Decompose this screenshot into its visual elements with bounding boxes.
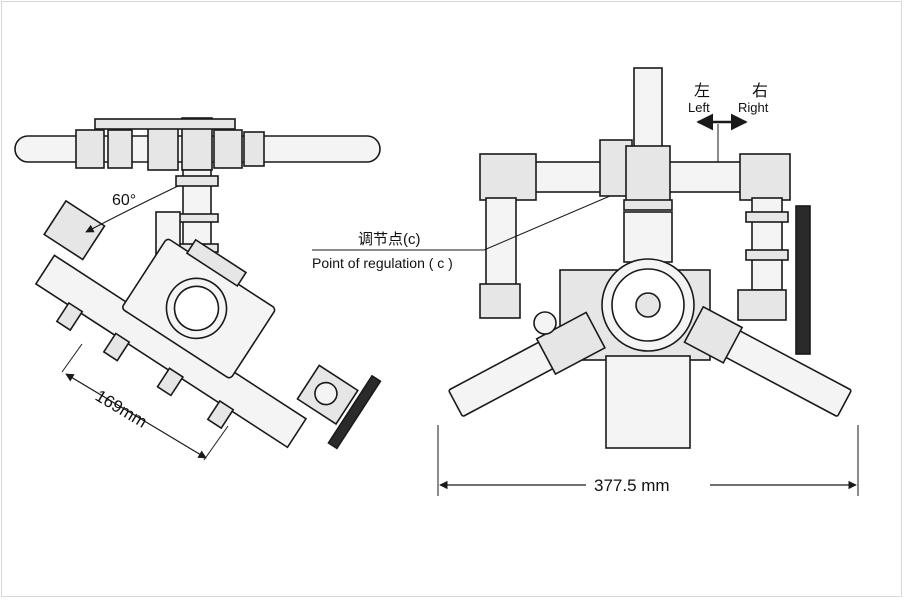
regulation-label-cn: 调节点(c) — [358, 231, 421, 248]
roll-arm — [623, 211, 673, 263]
yaw-base — [623, 199, 673, 211]
pulley — [533, 311, 557, 335]
left-handle-arm — [448, 311, 607, 417]
center-post — [633, 67, 663, 149]
motor-side-plate — [327, 374, 382, 450]
crossbar-clamp — [479, 153, 537, 201]
left-label-en: Left — [688, 100, 710, 115]
extension-line — [61, 343, 83, 373]
camera-lens-inner — [173, 285, 220, 332]
right-tube-collar — [745, 211, 789, 223]
right-tube-collar — [745, 249, 789, 261]
cradle-bracket — [55, 301, 84, 332]
angle-arc — [85, 185, 179, 233]
yaw-motor — [625, 145, 671, 203]
post-collar — [175, 213, 219, 223]
right-handle-bracket — [683, 305, 744, 364]
handlebar-clamp — [75, 129, 105, 169]
post-collar — [175, 175, 219, 187]
extension-line — [203, 425, 229, 461]
regulation-leader — [483, 195, 611, 251]
handlebar-clamp — [147, 127, 179, 171]
right-side-plate — [795, 205, 811, 355]
right-handle-arm — [683, 305, 852, 417]
angle-label: 60° — [112, 192, 136, 209]
width-dimension-label: 377.5 mm — [594, 476, 670, 495]
handlebar-clamp — [213, 129, 243, 169]
right-label-en: Right — [738, 100, 769, 115]
dimension-line-169 — [65, 373, 207, 459]
left-label-cn: 左 — [694, 82, 710, 100]
left-dimension-label: 169mm — [92, 386, 150, 431]
regulation-label-en: Point of regulation ( c ) — [312, 255, 453, 271]
camera-top — [185, 238, 248, 288]
side-view — [14, 117, 382, 461]
right-lower-clamp — [737, 289, 787, 321]
left-motor — [43, 199, 106, 261]
cradle-bracket — [102, 332, 131, 362]
handlebar-clamp — [243, 131, 265, 167]
roll-motor-hub — [635, 292, 661, 318]
front-view — [312, 67, 859, 496]
left-vertical-tube — [485, 197, 517, 291]
tilted-cradle — [34, 199, 382, 450]
top-mount-plate — [94, 118, 236, 130]
handlebar-clamp — [107, 129, 133, 169]
left-handle-bracket — [535, 311, 607, 376]
left-lower-clamp — [479, 283, 521, 319]
camera-lower-block — [605, 355, 691, 449]
crossbar-clamp — [739, 153, 791, 201]
cradle-bracket — [206, 399, 235, 430]
right-label-cn: 右 — [752, 82, 768, 100]
motor-hub — [314, 381, 338, 406]
